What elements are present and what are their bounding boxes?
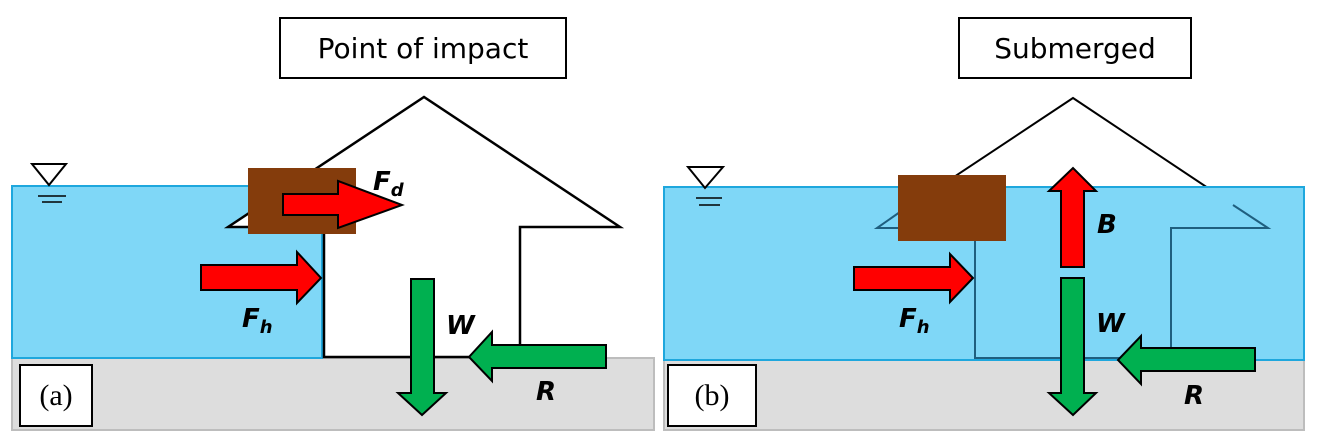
label-r-a: R xyxy=(536,377,556,407)
label-b: B xyxy=(1097,210,1117,240)
water-level-triangle-icon xyxy=(29,163,69,203)
water-level-triangle-icon xyxy=(685,166,726,206)
arrow-w-a xyxy=(395,278,449,417)
label-w-b: W xyxy=(1096,309,1126,339)
label-fh-a: Fh xyxy=(242,304,273,338)
panel-label-box-b xyxy=(667,364,757,427)
panel-a: Fd Fh W R (a) Point of impact xyxy=(11,17,655,431)
label-fd: Fd xyxy=(373,167,405,201)
arrow-r-a xyxy=(467,329,607,384)
debris-block-b xyxy=(898,175,1006,241)
arrow-fh-b xyxy=(853,251,975,305)
panel-label-b: (b) xyxy=(695,379,730,412)
panel-label-a: (a) xyxy=(39,379,72,412)
panel-b: B Fh W R (b) Submerged xyxy=(663,17,1305,431)
ground-a xyxy=(11,357,655,431)
title-b: Submerged xyxy=(994,32,1156,65)
arrow-fd xyxy=(282,179,405,230)
panel-label-box-a xyxy=(19,364,93,427)
arrow-r-b xyxy=(1116,333,1256,387)
arrow-fh-a xyxy=(200,249,323,306)
arrow-w-b xyxy=(1046,277,1099,417)
title-box-a xyxy=(279,17,567,79)
label-w-a: W xyxy=(446,311,476,341)
arrow-b xyxy=(1046,166,1099,268)
label-fh-b: Fh xyxy=(899,304,930,338)
label-r-b: R xyxy=(1184,381,1204,411)
house-outline-a xyxy=(223,95,625,359)
title-box-b xyxy=(958,17,1192,79)
title-a: Point of impact xyxy=(318,32,529,65)
